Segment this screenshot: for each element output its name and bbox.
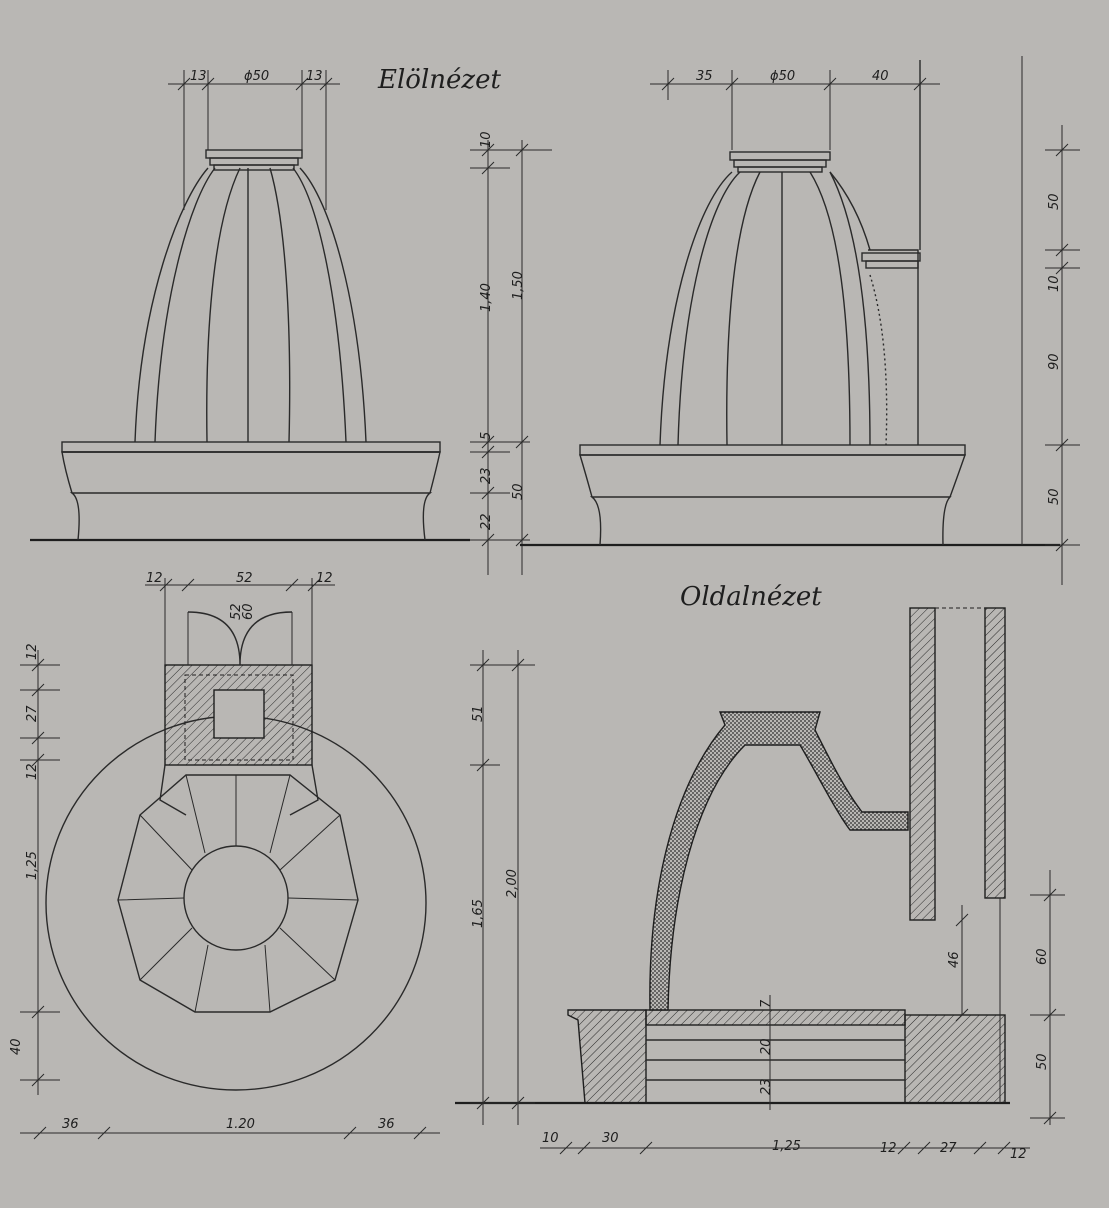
plan-dim-bottom-0: 36 — [62, 1117, 79, 1132]
section-dim-inner-3: 46 — [947, 951, 962, 968]
front-dim-v-0: 10 — [479, 131, 494, 148]
front-dim-v-1: 1,40 — [479, 283, 494, 312]
side-dim-top-2: 40 — [872, 69, 889, 84]
front-vertical-dims — [470, 140, 552, 575]
front-dim-v-6: 50 — [511, 483, 526, 500]
section-dim-left-1: 1,65 — [471, 899, 486, 928]
plan-dim-top-0: 12 — [146, 571, 163, 586]
side-view-title: Oldalnézet — [680, 582, 822, 612]
section-dim-inner-1: 20 — [759, 1038, 774, 1055]
plan-dim-left-1: 27 — [25, 705, 40, 722]
front-dim-v-2: 1,50 — [511, 271, 526, 300]
plan-dim-left-3: 1,25 — [25, 851, 40, 880]
front-view-title: Elölnézet — [377, 65, 501, 95]
plan-dim-flue-1: 60 — [241, 603, 256, 620]
plan-dim-bottom-2: 36 — [378, 1117, 395, 1132]
section-dim-left-2: 2,00 — [505, 869, 520, 898]
plan-dim-left-2: 12 — [25, 763, 40, 780]
section-dim-right-1: 50 — [1035, 1053, 1050, 1070]
section-dim-bottom-1: 30 — [602, 1131, 619, 1146]
front-dim-top-0: 13 — [190, 69, 207, 84]
front-dim-v-3: 5 — [479, 432, 494, 440]
front-dim-top-1: ϕ50 — [244, 69, 269, 84]
plan-dim-bottom-1: 1.20 — [226, 1117, 255, 1132]
plan-dim-left-0: 12 — [25, 643, 40, 660]
side-dim-v-2: 90 — [1047, 353, 1062, 370]
front-view — [30, 70, 470, 542]
front-dim-v-5: 22 — [479, 513, 494, 530]
front-dim-top-2: 13 — [306, 69, 323, 84]
section-dim-right-0: 60 — [1035, 948, 1050, 965]
side-elevation — [520, 56, 1080, 585]
plan-dim-flue-0: 52 — [229, 603, 244, 620]
side-dim-top-0: 35 — [696, 69, 713, 84]
plan-view — [20, 578, 440, 1140]
plan-dim-left-4: 40 — [9, 1038, 24, 1055]
section-view — [455, 607, 1065, 1155]
side-dim-v-3: 50 — [1047, 488, 1062, 505]
section-dim-bottom-0: 10 — [542, 1131, 559, 1146]
plan-dim-top-1: 52 — [236, 571, 253, 586]
section-dim-inner-0: 7 — [759, 999, 774, 1008]
section-dim-left-0: 51 — [471, 705, 486, 722]
side-dim-v-1: 10 — [1047, 275, 1062, 292]
section-dim-bottom-4: 27 — [940, 1141, 957, 1156]
side-dim-v-0: 50 — [1047, 193, 1062, 210]
front-dim-v-4: 23 — [479, 467, 494, 484]
section-dim-bottom-3: 12 — [880, 1141, 897, 1156]
section-dim-bottom-2: 1,25 — [772, 1139, 801, 1154]
section-dim-inner-2: 23 — [759, 1078, 774, 1095]
section-dim-bottom-5: 12 — [1010, 1147, 1027, 1162]
side-dim-top-1: ϕ50 — [770, 69, 795, 84]
plan-dim-top-2: 12 — [316, 571, 333, 586]
